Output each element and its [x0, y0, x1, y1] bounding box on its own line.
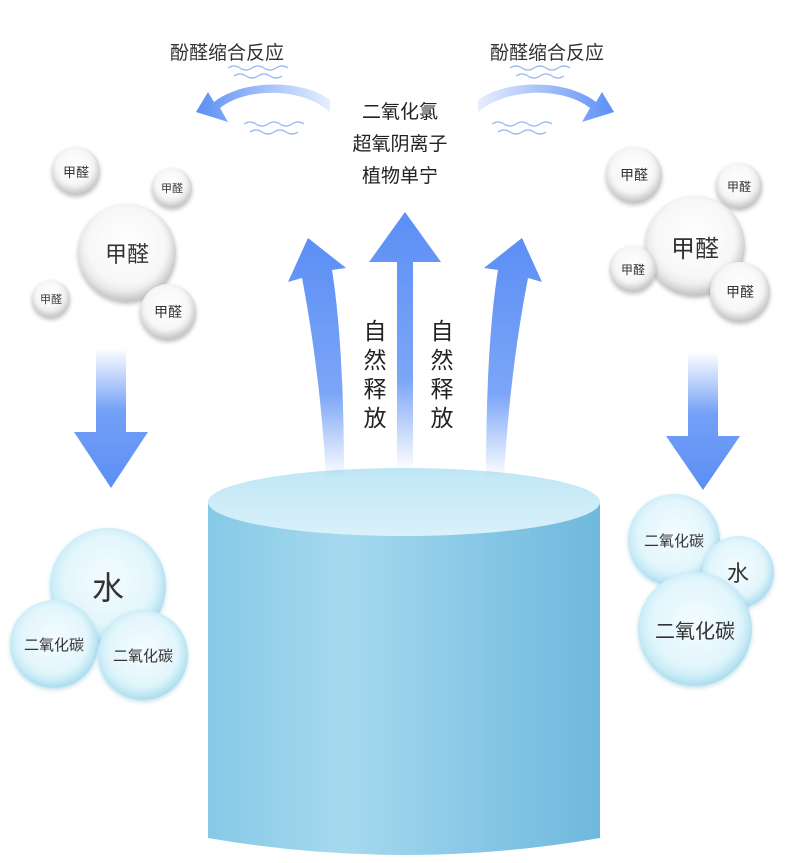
reaction-label-right: 酚醛缩合反应	[490, 42, 605, 64]
up-arrow-left	[288, 238, 346, 478]
formaldehyde-bubble: 甲醛	[610, 246, 656, 292]
curved-arrow-left	[196, 84, 330, 122]
formaldehyde-bubble: 甲醛	[32, 280, 70, 318]
reaction-label-left: 酚醛缩合反应	[170, 42, 285, 64]
formaldehyde-bubble: 甲醛	[710, 262, 770, 322]
cylinder-body	[208, 502, 600, 855]
formaldehyde-bubble: 甲醛	[606, 147, 662, 203]
center-label-1: 二氧化氯	[361, 101, 438, 123]
release-label-left: 自然释放	[363, 319, 387, 432]
formaldehyde-bubble: 甲醛	[645, 196, 745, 296]
center-label-2: 超氧阴离子	[352, 133, 448, 155]
formaldehyde-bubble: 甲醛	[52, 147, 100, 195]
cylinder	[208, 468, 600, 855]
up-arrow-center	[369, 212, 441, 470]
formaldehyde-bubble: 甲醛	[140, 284, 196, 340]
co2-bubble: 二氧化碳	[98, 610, 188, 700]
co2-bubble: 二氧化碳	[10, 600, 98, 688]
release-arrows	[288, 212, 542, 478]
up-arrow-right	[484, 238, 542, 478]
co2-bubble: 二氧化碳	[638, 572, 752, 686]
cylinder-top	[208, 468, 600, 536]
center-label-3: 植物单宁	[361, 165, 438, 187]
release-label-right: 自然释放	[430, 319, 454, 432]
formaldehyde-bubble: 甲醛	[716, 163, 762, 209]
down-arrow-left	[74, 348, 148, 488]
formaldehyde-bubble: 甲醛	[78, 204, 176, 302]
down-arrow-right	[666, 352, 740, 490]
curved-arrow-right	[478, 84, 614, 122]
formaldehyde-bubble: 甲醛	[152, 168, 192, 208]
reaction-waves	[227, 65, 571, 135]
